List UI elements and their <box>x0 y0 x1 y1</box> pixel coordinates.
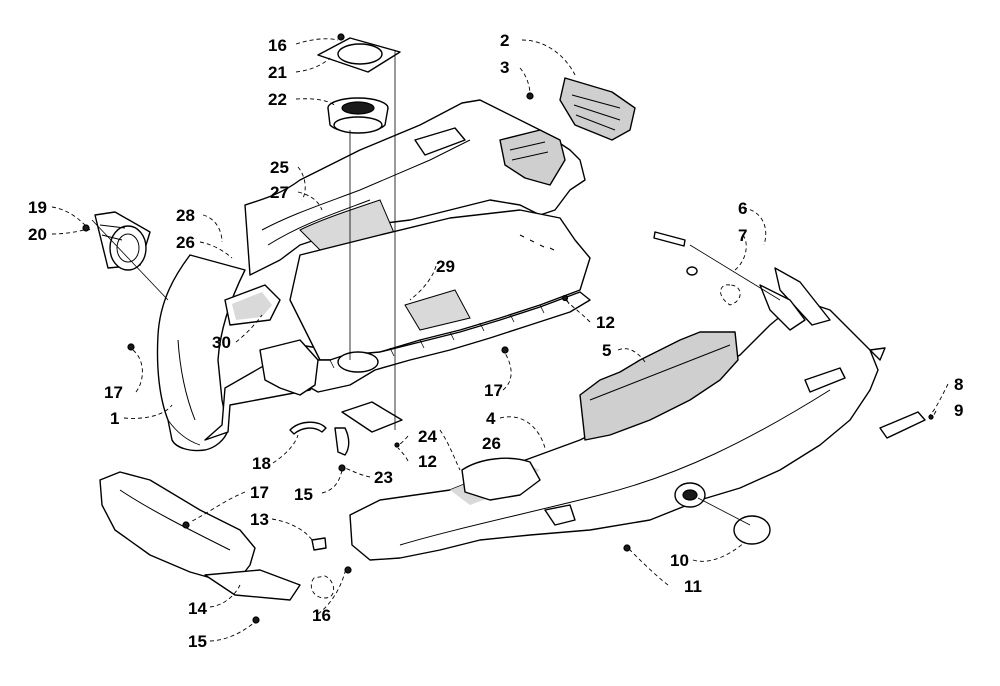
part-23-clip <box>334 427 350 456</box>
callout-16-top: 16 <box>268 36 287 55</box>
part-2-vent <box>559 77 636 141</box>
callout-9: 9 <box>954 401 963 420</box>
callout-23: 23 <box>374 468 393 487</box>
part-10-cap <box>733 515 771 545</box>
callout-13: 13 <box>250 510 269 529</box>
callout-26-right: 26 <box>482 434 501 453</box>
callout-22: 22 <box>268 90 287 109</box>
callout-17-bottom: 17 <box>250 483 269 502</box>
part-24-plate <box>341 401 403 433</box>
callout-18: 18 <box>252 454 271 473</box>
callout-27: 27 <box>270 183 289 202</box>
callout-12-mid: 12 <box>418 452 437 471</box>
callout-11: 11 <box>684 577 702 596</box>
callout-25: 25 <box>270 158 289 177</box>
part-13-bracket <box>311 537 327 551</box>
part-19-boot <box>94 211 151 271</box>
callout-14: 14 <box>188 599 207 618</box>
callout-12-right: 12 <box>596 313 615 332</box>
callout-15-bottom: 15 <box>188 632 207 651</box>
callout-17-mid: 17 <box>484 381 503 400</box>
callout-10: 10 <box>670 551 689 570</box>
callouts: 16 21 22 2 3 25 27 28 26 19 20 30 17 1 2… <box>28 31 963 651</box>
callout-15-mid: 15 <box>294 485 313 504</box>
callout-26-left: 26 <box>176 233 195 252</box>
part-5-pad <box>579 331 739 441</box>
callout-24: 24 <box>418 427 437 446</box>
explosion-lines <box>91 50 781 526</box>
part-26-subpanel <box>461 457 541 501</box>
callout-16-bottom: 16 <box>312 606 331 625</box>
part-floor-pan <box>289 209 591 393</box>
callout-28: 28 <box>176 206 195 225</box>
callout-3: 3 <box>500 58 509 77</box>
callout-4: 4 <box>486 409 496 428</box>
part-side-panel <box>224 284 319 396</box>
part-22-boot <box>327 97 389 134</box>
part-18-ring <box>289 421 327 435</box>
part-14-bumper <box>99 471 335 601</box>
callout-29: 29 <box>436 257 455 276</box>
fasteners <box>82 92 934 624</box>
callout-7: 7 <box>738 226 747 245</box>
callout-30: 30 <box>212 333 231 352</box>
callout-1: 1 <box>110 409 119 428</box>
callout-5: 5 <box>602 341 611 360</box>
callout-6: 6 <box>738 199 747 218</box>
callout-8: 8 <box>954 375 963 394</box>
callout-21: 21 <box>268 63 287 82</box>
callout-2: 2 <box>500 31 509 50</box>
callout-19: 19 <box>28 198 47 217</box>
callout-17-left: 17 <box>104 383 123 402</box>
leader-lines <box>51 38 949 642</box>
callout-20: 20 <box>28 225 47 244</box>
part-21-plate <box>317 33 401 73</box>
part-7-washer <box>686 266 741 306</box>
part-8-strip <box>879 411 926 439</box>
